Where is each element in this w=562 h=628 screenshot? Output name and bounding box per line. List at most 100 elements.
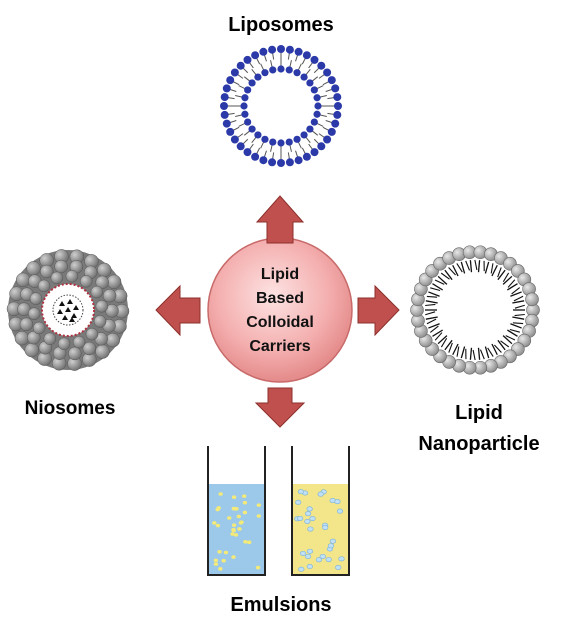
lipid-head <box>254 131 261 138</box>
lipid-nanoparticle-icon <box>411 246 540 375</box>
lipid-head <box>295 156 303 164</box>
lipid-head <box>286 138 293 145</box>
niosome-ball <box>33 322 45 334</box>
lipid-head <box>313 94 320 101</box>
niosome-ball <box>96 300 108 312</box>
lipid-head <box>251 153 259 161</box>
lipid-head <box>293 69 300 76</box>
droplet <box>295 500 301 504</box>
lipid-head <box>221 93 229 101</box>
arrow-left-icon <box>156 286 200 335</box>
niosome-ball <box>44 333 56 345</box>
lipid-head <box>303 51 311 59</box>
center-title: Lipid Based Colloidal Carriers <box>205 263 355 359</box>
lipid-tail <box>426 301 438 303</box>
lipid-head <box>223 120 231 128</box>
lipid-tail <box>461 347 464 359</box>
droplet <box>227 516 231 520</box>
niosome-ball <box>103 289 116 302</box>
lipid-tail <box>475 260 477 270</box>
niosomes-label: Niosomes <box>0 398 140 420</box>
lipid-head <box>277 139 284 146</box>
lipid-head <box>311 148 319 156</box>
droplet <box>214 562 218 566</box>
lipid-head <box>277 45 285 53</box>
lipid-head <box>295 48 303 56</box>
emulsion-beaker-icon <box>208 446 349 575</box>
lipid-tail <box>491 263 493 273</box>
droplet <box>335 499 341 503</box>
droplet <box>307 549 313 553</box>
lipid-nanoparticle-label: Lipid Nanoparticle <box>400 398 558 460</box>
niosome-ball <box>106 333 120 347</box>
liposomes-label: Liposomes <box>206 14 356 37</box>
niosome-ball <box>97 263 111 277</box>
liposome-icon <box>220 45 342 167</box>
lipid-head <box>311 56 319 64</box>
lipid-head <box>277 65 284 72</box>
lipid-head <box>323 136 331 144</box>
droplet <box>231 528 235 532</box>
droplet <box>305 554 311 558</box>
lipid-head <box>223 84 231 92</box>
droplet <box>326 557 332 561</box>
lipid-head <box>269 138 276 145</box>
droplet <box>237 515 241 519</box>
droplet <box>216 524 220 528</box>
lipid-head <box>244 118 251 125</box>
lipid-head <box>300 73 307 80</box>
lipid-tail <box>514 296 523 301</box>
niosome-icon <box>7 249 129 370</box>
lipid-head <box>220 102 228 110</box>
lipid-head <box>331 84 339 92</box>
lipid-head <box>241 111 248 118</box>
lipid-head <box>226 76 234 84</box>
droplet <box>212 521 216 525</box>
droplet <box>218 567 222 571</box>
niosome-ball <box>16 273 30 287</box>
lipid-tail <box>425 312 435 315</box>
droplet <box>307 507 313 511</box>
lipid-head <box>268 46 276 54</box>
niosome-ball <box>25 343 39 357</box>
niosome-ball <box>51 272 63 284</box>
droplet <box>335 565 341 569</box>
droplet <box>297 516 303 520</box>
droplet <box>221 559 225 563</box>
niosome-ball <box>94 315 106 327</box>
lipid-head <box>259 48 267 56</box>
lipid-head <box>313 111 320 118</box>
lipid-head <box>286 46 294 54</box>
droplet <box>231 555 235 559</box>
droplet <box>322 525 328 529</box>
droplet <box>318 492 324 496</box>
droplet <box>257 503 261 507</box>
center-title-line: Colloidal <box>205 311 355 335</box>
lipid-tail <box>515 305 525 308</box>
lipid-head <box>241 94 248 101</box>
lipid-head <box>259 156 267 164</box>
droplet <box>257 514 261 518</box>
lipid-head <box>306 79 313 86</box>
droplet <box>237 527 241 531</box>
lipid-head <box>526 293 539 306</box>
droplet <box>243 511 247 515</box>
lipid-head <box>311 86 318 93</box>
lipid-head <box>231 68 239 76</box>
lipid-head <box>314 102 321 109</box>
lipid-tail <box>470 260 471 272</box>
lipid-head <box>248 125 255 132</box>
arrow-up-icon <box>257 196 303 243</box>
droplet <box>328 544 334 548</box>
lipid-head <box>269 66 276 73</box>
niosome-ball <box>95 345 109 359</box>
lipid-head <box>333 111 341 119</box>
droplet <box>300 551 306 555</box>
niosome-ball <box>30 293 42 305</box>
niosome-ball <box>91 286 103 298</box>
niosome-ball <box>20 318 33 331</box>
droplet <box>298 567 304 571</box>
lipid-head <box>237 142 245 150</box>
lipid-head <box>300 131 307 138</box>
